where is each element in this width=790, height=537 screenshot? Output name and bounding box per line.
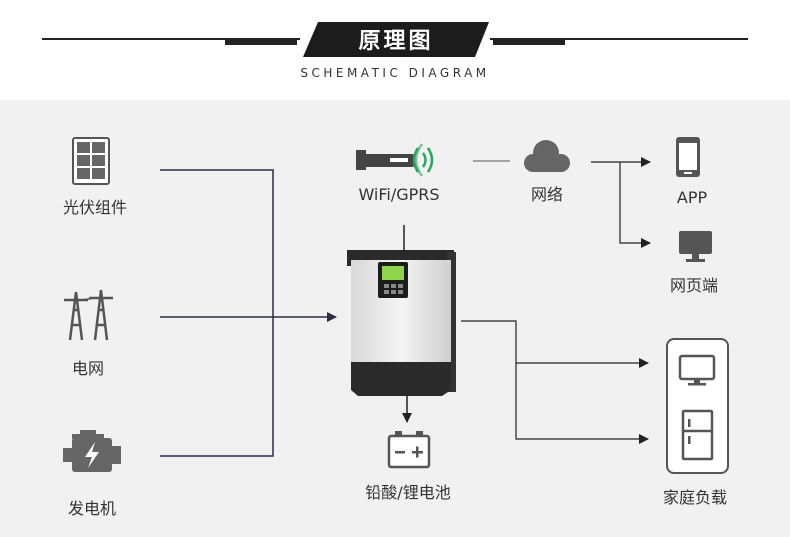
- input-connector-lines: [160, 169, 337, 457]
- header-rule-right-accent: [493, 40, 565, 45]
- network-output-lines: [591, 157, 651, 248]
- grid-node: 电网: [64, 289, 113, 378]
- home-appliances-icon: [678, 354, 716, 461]
- network-label: 网络: [531, 185, 563, 204]
- solar-generator-bus: [160, 169, 274, 457]
- battery-icon: [387, 431, 431, 469]
- network-to-web-arrow: [619, 162, 651, 248]
- solar-node: 光伏组件: [63, 137, 127, 217]
- schematic-diagram: 光伏组件 电网: [63, 137, 729, 518]
- inverter-lcd-screen: [382, 266, 404, 280]
- wifi-dongle-icon: [356, 143, 434, 177]
- web-node: 网页端: [670, 231, 718, 295]
- wifi-node: WiFi/GPRS: [356, 143, 440, 204]
- app-label: APP: [677, 188, 708, 207]
- web-label: 网页端: [670, 276, 718, 295]
- battery-label: 铅酸/锂电池: [365, 483, 450, 502]
- schematic-canvas: 光伏组件 电网: [0, 100, 790, 537]
- inverter-icon: [347, 250, 456, 396]
- fridge-icon: [681, 409, 714, 461]
- page-title: 原理图: [358, 29, 433, 54]
- home-load-label: 家庭负载: [663, 488, 727, 507]
- tv-icon: [678, 354, 716, 386]
- battery-node: 铅酸/锂电池: [365, 431, 451, 502]
- solar-panel-icon: [72, 137, 110, 185]
- header: 原理图 SCHEMATIC DIAGRAM: [0, 0, 790, 100]
- solar-label: 光伏组件: [63, 198, 127, 217]
- generator-node: 发电机: [63, 430, 121, 518]
- inverter-to-load-arrow-2: [515, 363, 649, 444]
- generator-label: 发电机: [68, 499, 116, 518]
- header-graphic: 原理图 SCHEMATIC DIAGRAM: [42, 22, 748, 80]
- monitor-icon: [679, 231, 712, 262]
- power-tower-icon: [64, 289, 113, 341]
- home-load-frame: [666, 338, 729, 474]
- grid-label: 电网: [72, 359, 104, 378]
- inverter-to-load-arrow-1: [461, 320, 649, 368]
- network-node: 网络: [524, 140, 570, 204]
- header-rule-left-accent: [225, 40, 297, 45]
- inverter-output-lines: [461, 320, 649, 444]
- title-banner: [303, 22, 489, 57]
- page-subtitle: SCHEMATIC DIAGRAM: [300, 66, 489, 80]
- engine-icon: [63, 430, 121, 472]
- wifi-label: WiFi/GPRS: [358, 185, 439, 204]
- home-load-node: 家庭负载: [663, 338, 729, 507]
- smartphone-icon: [676, 137, 700, 177]
- cloud-icon: [524, 140, 570, 172]
- app-node: APP: [676, 137, 707, 207]
